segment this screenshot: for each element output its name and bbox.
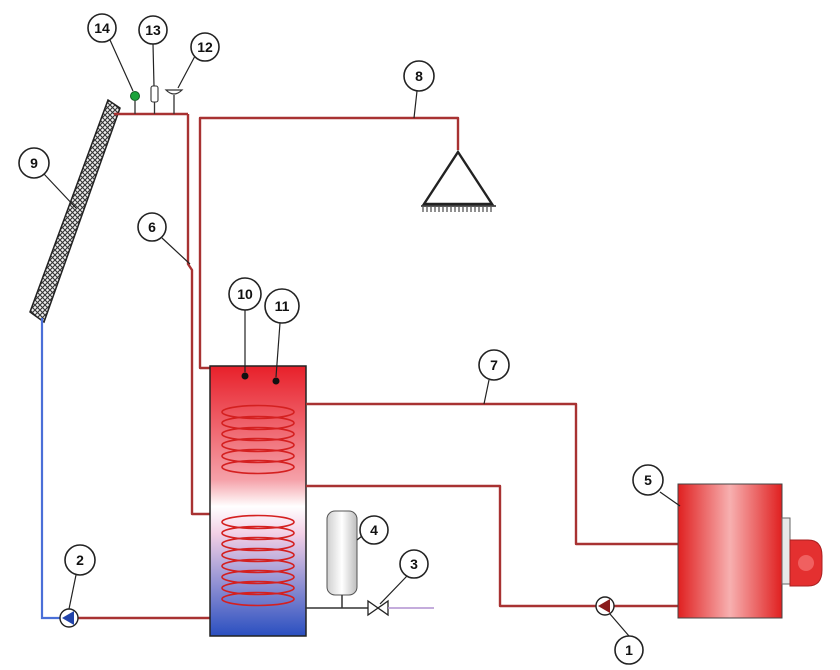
- callout-circle-2: [64, 544, 96, 576]
- collector-return-pipe: [40, 318, 60, 620]
- shower-head-icon: [421, 149, 496, 212]
- callout-leader-13: [152, 43, 155, 87]
- callout-circle-3: [399, 549, 429, 579]
- callout-leader-2: [68, 574, 77, 610]
- callout-number-5: 5: [644, 472, 652, 488]
- callout-circle-10: [228, 277, 262, 311]
- callout-11: 11: [264, 288, 300, 378]
- callout-number-3: 3: [410, 556, 418, 572]
- air-vent-13-icon: [150, 85, 159, 114]
- callout-circle-12: [190, 32, 220, 62]
- callout-circle-13: [138, 15, 168, 45]
- callout-number-13: 13: [145, 22, 161, 38]
- boiler-icon: [677, 483, 823, 619]
- sensor-10-dot: [241, 372, 249, 380]
- callout-number-7: 7: [490, 357, 498, 373]
- callout-leader-7: [483, 379, 490, 405]
- callout-10: 10: [228, 277, 262, 372]
- pump-1-to-tank-pipe: [306, 484, 596, 608]
- callout-circle-11: [264, 288, 300, 324]
- callout-number-14: 14: [94, 20, 110, 36]
- callout-leader-5: [659, 491, 681, 507]
- callout-9: 9: [18, 147, 77, 209]
- callout-circle-6: [137, 212, 167, 242]
- callout-number-1: 1: [625, 642, 633, 658]
- pump-icon: [595, 596, 615, 616]
- solar-collector-icon: [29, 98, 121, 324]
- callout-7: 7: [478, 349, 510, 405]
- callout-1: 1: [609, 613, 644, 665]
- callout-leader-1: [609, 613, 630, 637]
- pipe-7-boiler-flow: [306, 402, 678, 546]
- callout-2: 2: [64, 544, 96, 610]
- sensor-14-icon: [130, 91, 140, 114]
- callout-number-12: 12: [197, 39, 213, 55]
- callout-14: 14: [87, 13, 134, 92]
- callout-number-9: 9: [30, 155, 38, 171]
- callout-leader-14: [109, 39, 134, 92]
- callout-leader-8: [413, 90, 418, 119]
- callout-8: 8: [403, 60, 435, 119]
- upper-heat-exchanger-coil: [221, 404, 295, 475]
- expansion-vessel-icon: [326, 510, 358, 608]
- pump-icon: [59, 608, 79, 628]
- callout-leader-11: [275, 322, 281, 378]
- callout-number-10: 10: [237, 286, 253, 302]
- callout-13: 13: [138, 15, 168, 87]
- pipe-6-flow-line: [186, 114, 212, 516]
- callout-circle-7: [478, 349, 510, 381]
- callout-6: 6: [137, 212, 191, 265]
- callout-circle-4: [359, 515, 389, 545]
- callout-number-2: 2: [76, 552, 84, 568]
- callout-leader-9: [43, 173, 77, 209]
- callout-number-6: 6: [148, 219, 156, 235]
- callout-circle-8: [403, 60, 435, 92]
- gauge-12-icon: [164, 89, 184, 114]
- callout-12: 12: [177, 32, 220, 89]
- lower-heat-exchanger-coil: [221, 514, 295, 607]
- callout-4: 4: [356, 515, 389, 545]
- callout-circle-9: [18, 147, 50, 179]
- callout-number-8: 8: [415, 68, 423, 84]
- callout-leader-6: [161, 237, 191, 265]
- callout-leader-3: [379, 575, 408, 605]
- callout-circle-5: [632, 464, 664, 496]
- valve-icon: [367, 599, 389, 617]
- callout-5: 5: [632, 464, 681, 507]
- callout-circle-1: [614, 635, 644, 665]
- callout-leader-12: [177, 55, 196, 89]
- callout-number-4: 4: [370, 522, 378, 538]
- pipe-8-hot-water-line: [198, 116, 460, 370]
- callout-number-11: 11: [275, 298, 290, 314]
- sensor-11-dot: [272, 377, 280, 385]
- storage-tank: [209, 365, 307, 637]
- callout-3: 3: [379, 549, 429, 605]
- callout-circle-14: [87, 13, 117, 43]
